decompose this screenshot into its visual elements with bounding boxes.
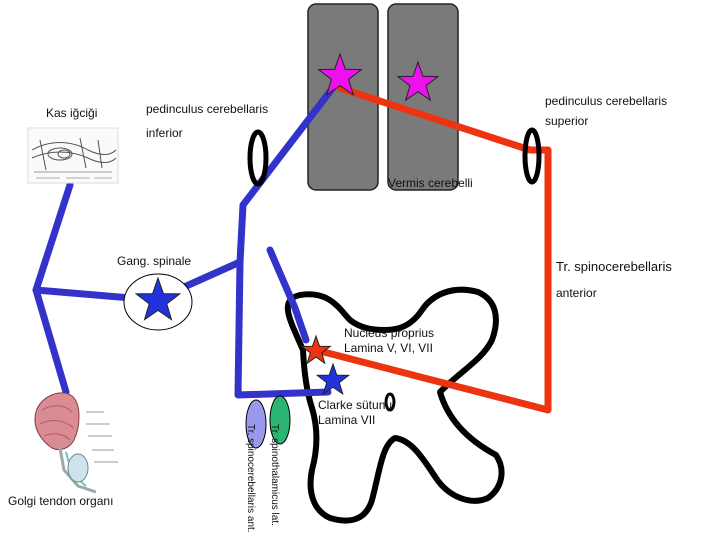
- golgi-tendon-illustration: [34, 392, 118, 494]
- label-golgi: Golgi tendon organı: [8, 494, 114, 508]
- label-tr-spinocerebellaris-2: anterior: [556, 286, 597, 300]
- label-tr-spinocerebellaris-1: Tr. spinocerebellaris: [556, 259, 672, 274]
- tract-ellipse-spinothalamicus: [269, 395, 291, 445]
- star-icon: [396, 60, 440, 102]
- spinal-cord-outline: [284, 286, 505, 524]
- ring-pedunculus-superior: [522, 127, 542, 185]
- star-icon: [300, 334, 332, 365]
- red-tract-superior: [312, 84, 552, 414]
- muscle-spindle-illustration: [27, 127, 119, 184]
- label-muscle-spindle: Kas iğciği: [46, 106, 98, 120]
- blue-tract-ascending: [234, 258, 332, 399]
- label-tr-spinothalamicus: Tr. spinothalamicus lat.: [269, 424, 280, 526]
- label-pedunculus-superior-1: pedinculus cerebellaris: [545, 94, 668, 108]
- central-canal: [384, 392, 396, 412]
- label-nucleus-proprius: Nucleus proprius Lamina V, VI, VII: [344, 326, 435, 355]
- star-icon: [134, 276, 182, 321]
- label-gang-spinale: Gang. spinale: [117, 254, 192, 268]
- label-pedunculus-inferior-1: pedinculus cerebellaris: [146, 102, 269, 116]
- star-icon: [317, 52, 363, 96]
- blue-tract-collateral: [266, 246, 310, 344]
- label-pedunculus-superior-2: superior: [545, 114, 589, 128]
- star-icon: [315, 362, 351, 396]
- ring-pedunculus-inferior: [247, 129, 269, 187]
- label-clarke: Clarke sütunu Lamina VII: [318, 398, 393, 427]
- label-pedunculus-inferior-2: inferior: [146, 126, 183, 140]
- blue-tract-dorsal: [236, 81, 339, 266]
- tract-ellipse-spinocerebellaris-ant: [245, 399, 267, 449]
- label-tr-spinocerebellaris-ant: Tr. spinocerebellaris ant.: [245, 424, 256, 533]
- vermis-right-block: [387, 3, 459, 191]
- label-vermis: Vermis cerebelli: [388, 176, 473, 190]
